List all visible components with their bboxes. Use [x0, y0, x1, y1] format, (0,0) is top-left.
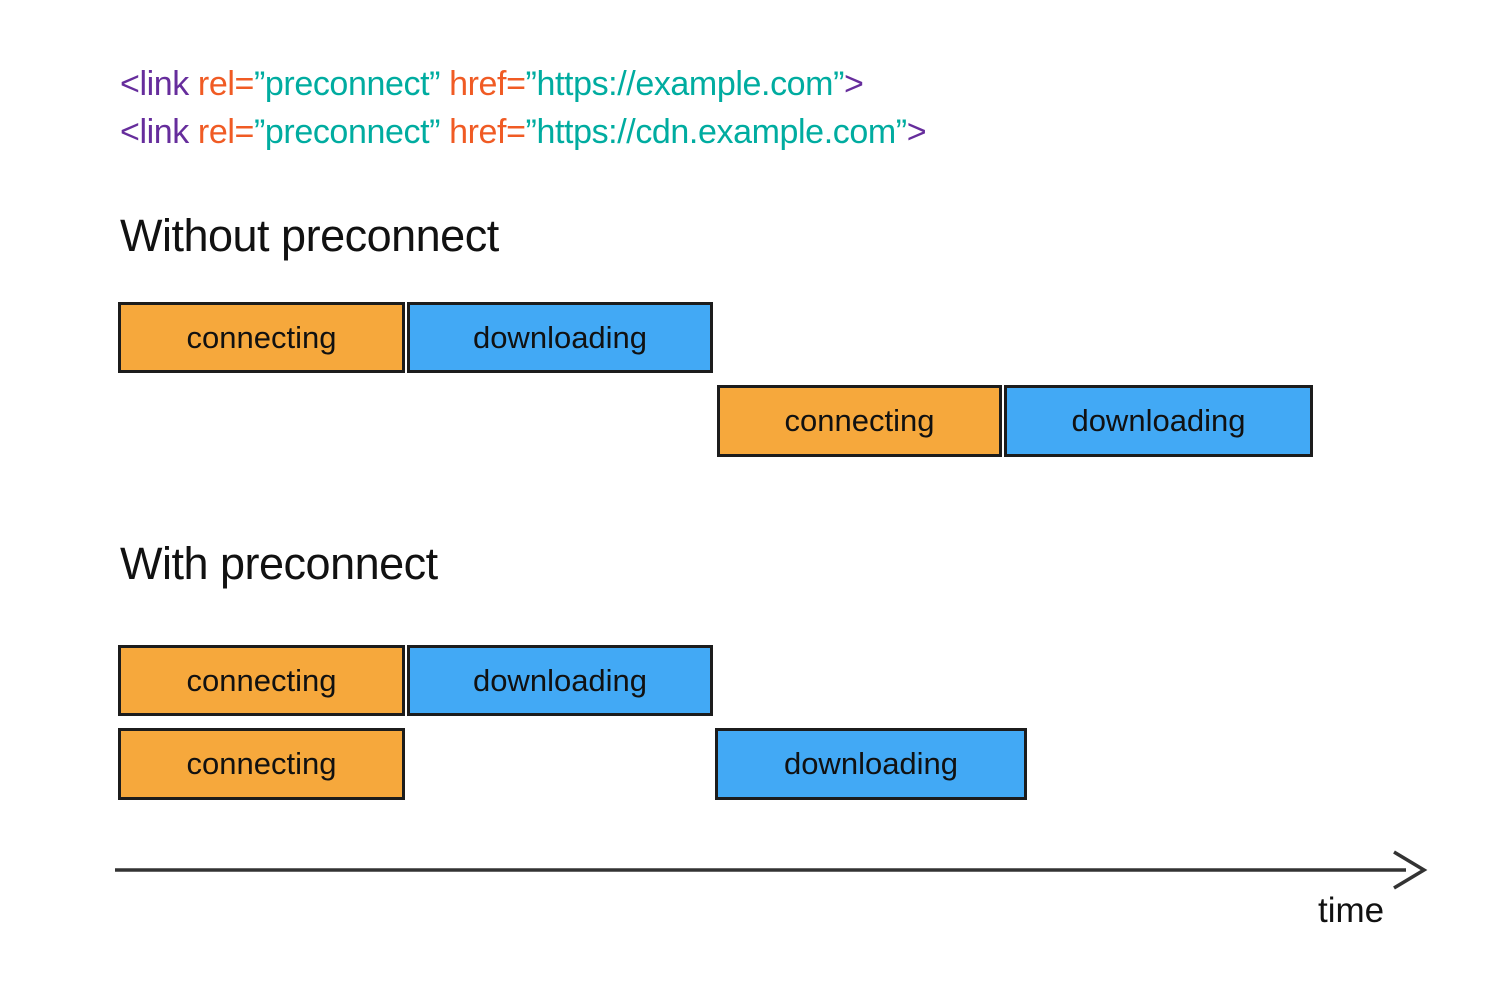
- code-token-value: ”preconnect”: [253, 113, 441, 151]
- code-token-attr: href=: [440, 113, 526, 151]
- code-token-tag: >: [906, 113, 927, 151]
- bar-connecting: connecting: [118, 728, 405, 800]
- section-title-without-preconnect: Without preconnect: [120, 210, 499, 261]
- code-token-attr: href=: [440, 65, 526, 103]
- code-token-tag: <link: [120, 113, 189, 151]
- code-token-tag: >: [844, 65, 864, 103]
- bar-downloading: downloading: [407, 302, 713, 373]
- section-title-with-preconnect: With preconnect: [120, 538, 438, 589]
- bar-connecting: connecting: [118, 645, 405, 716]
- bar-connecting: connecting: [717, 385, 1002, 457]
- code-token-value: ”https://example.com”: [525, 65, 845, 103]
- time-axis-label: time: [1318, 891, 1385, 930]
- code-token-value: ”https://cdn.example.com”: [525, 113, 908, 151]
- time-axis: [115, 850, 1428, 890]
- code-snippet: <link rel=”preconnect” href=”https://exa…: [120, 60, 927, 156]
- bar-connecting: connecting: [118, 302, 405, 373]
- code-line: <link rel=”preconnect” href=”https://cdn…: [120, 108, 927, 156]
- code-line: <link rel=”preconnect” href=”https://exa…: [120, 60, 926, 108]
- bar-downloading: downloading: [715, 728, 1027, 800]
- code-token-tag: <link: [120, 65, 189, 103]
- bar-downloading: downloading: [407, 645, 713, 716]
- code-token-attr: rel=: [188, 113, 254, 151]
- code-token-value: ”preconnect”: [253, 65, 441, 103]
- code-token-attr: rel=: [188, 65, 254, 103]
- arrow-right-icon: [1393, 850, 1428, 890]
- bar-downloading: downloading: [1004, 385, 1313, 457]
